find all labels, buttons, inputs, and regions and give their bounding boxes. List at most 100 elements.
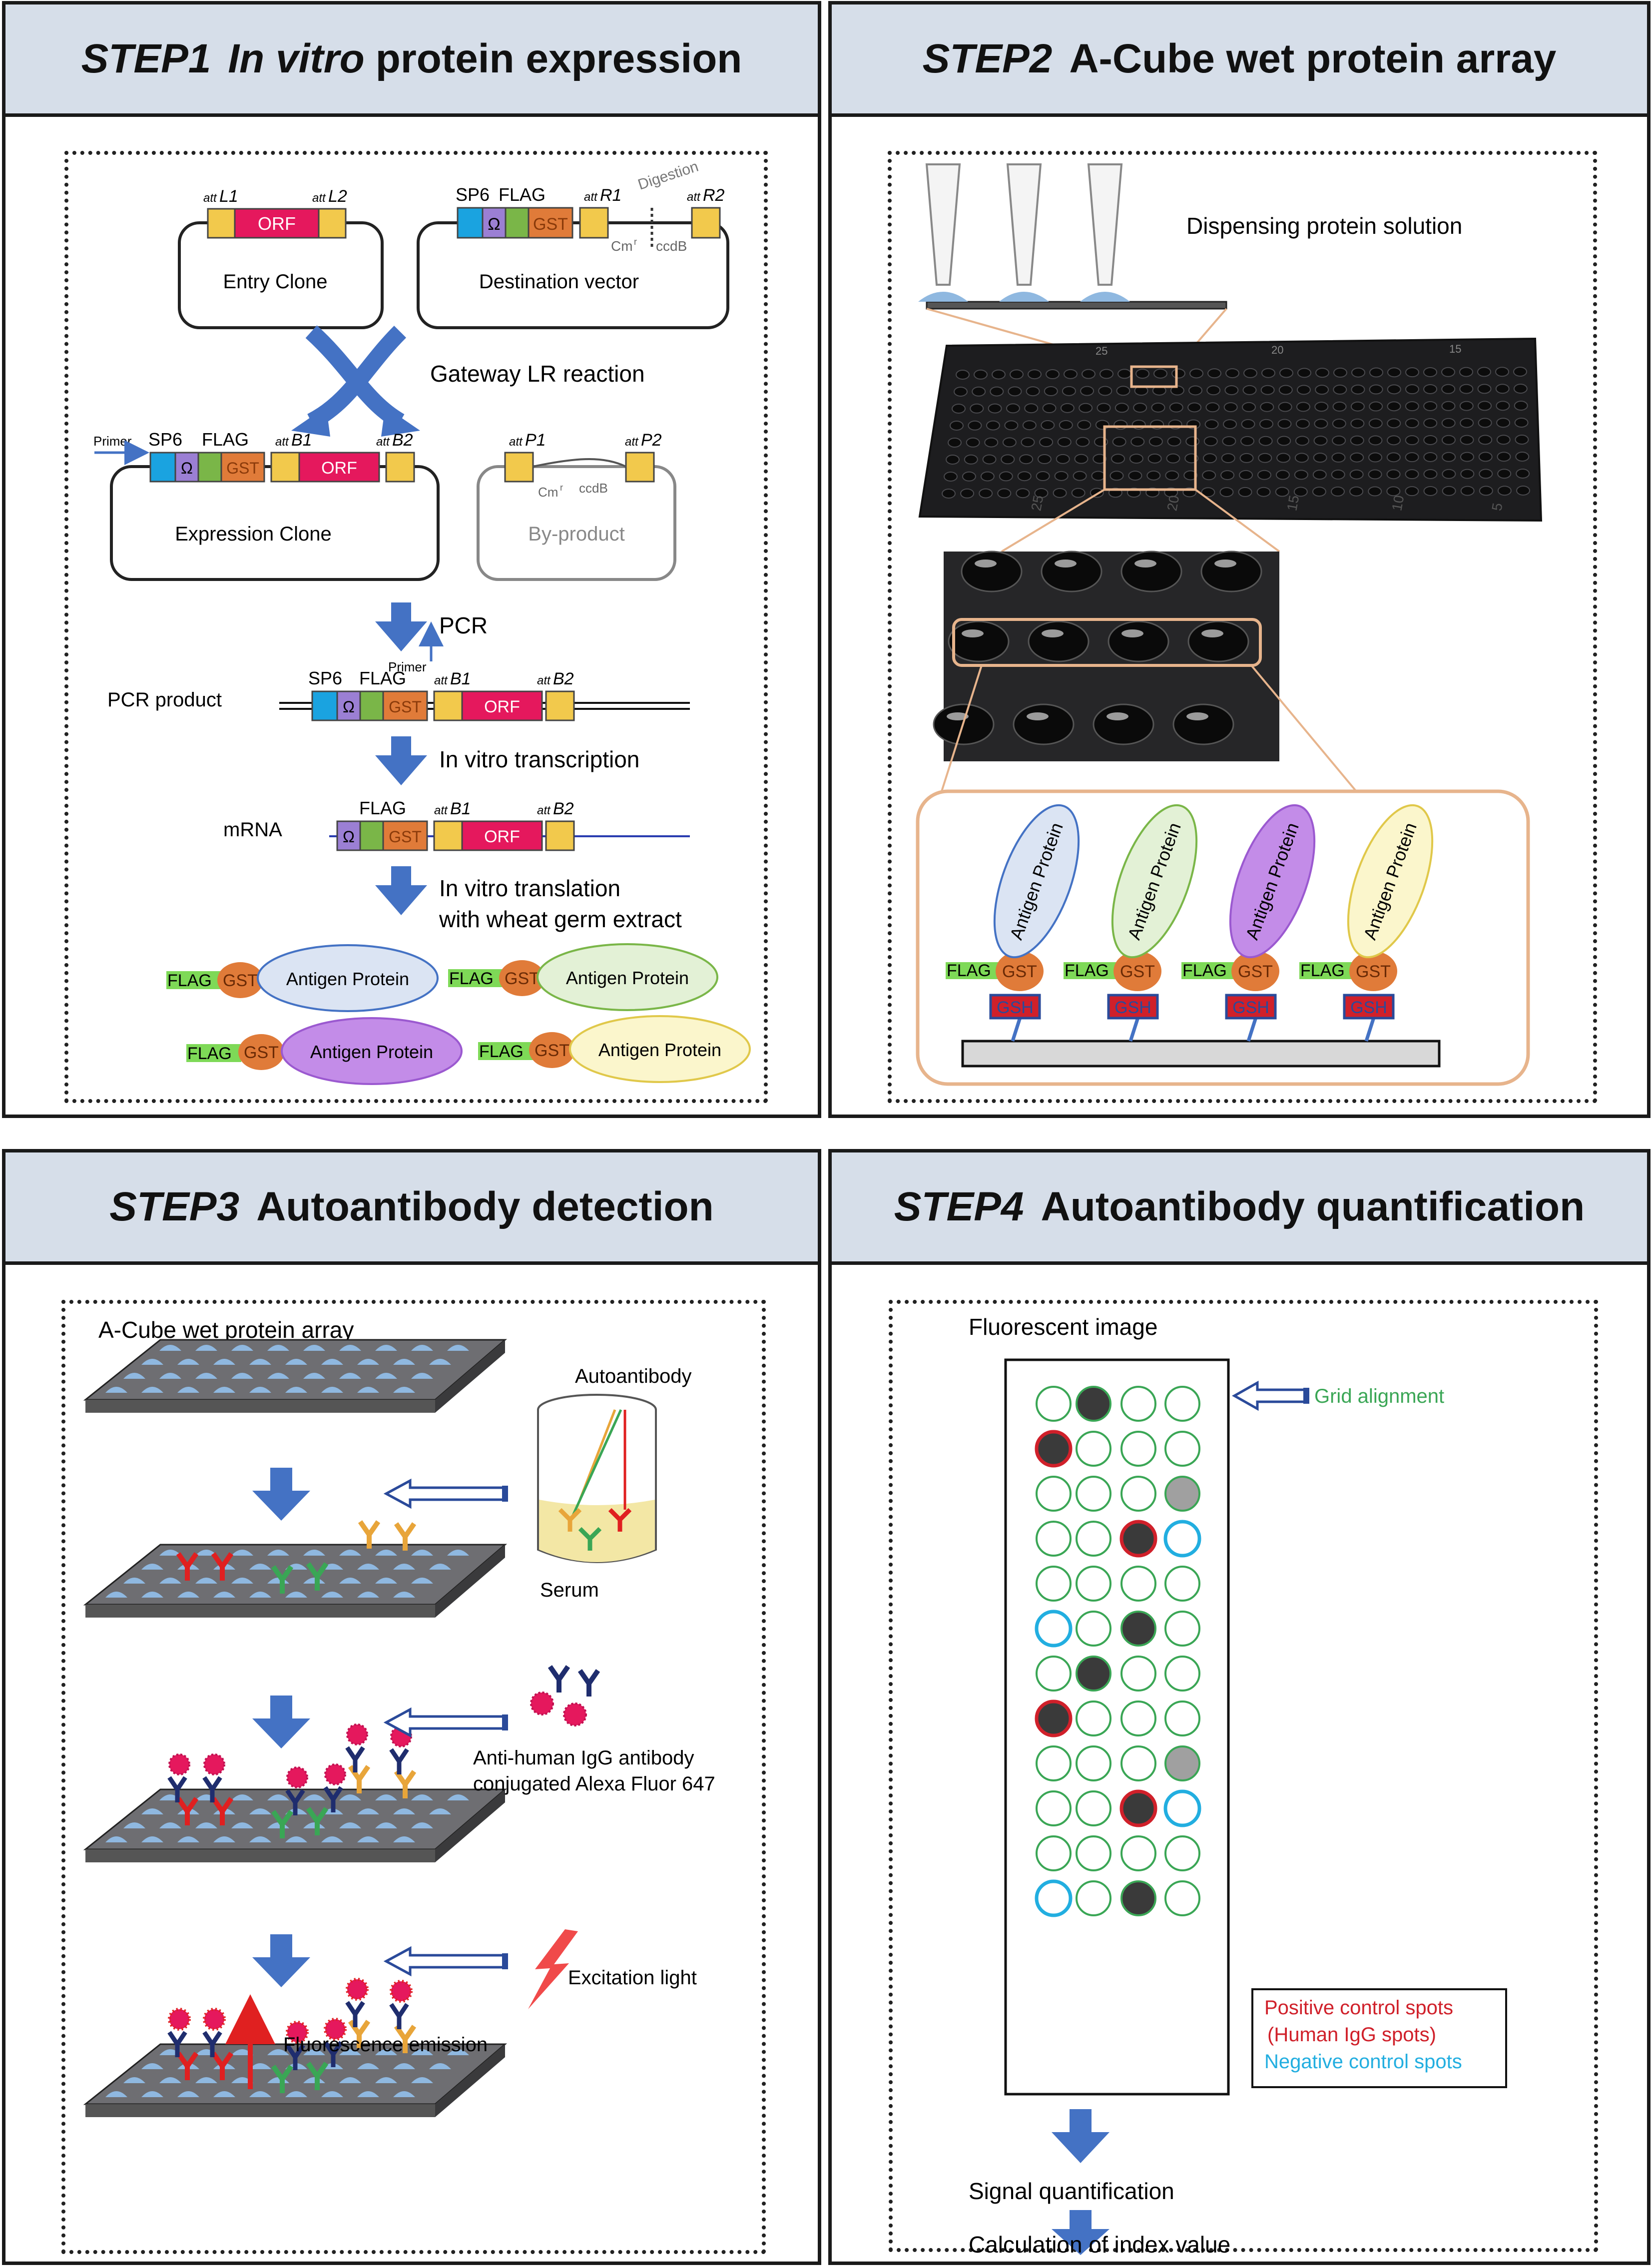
- protein-bump: [249, 1359, 271, 1365]
- array-well: [962, 471, 976, 482]
- array-well: [1278, 385, 1293, 395]
- array-well: [1261, 368, 1275, 378]
- pcr-orf-box: [461, 690, 543, 721]
- array-well: [1021, 437, 1035, 448]
- step4-panel: STEP4 Autoantibody quantification Fluore…: [828, 1149, 1651, 2265]
- protein-bump: [375, 2077, 397, 2083]
- array-well: [1242, 385, 1257, 395]
- array-well: [1167, 436, 1181, 447]
- slide-side: [435, 1340, 505, 1413]
- step4-down-arrow-2: [1052, 2210, 1109, 2255]
- array-well: [1001, 454, 1015, 465]
- array-well: [1151, 402, 1165, 413]
- fusion-protein-3: FLAG GST Antigen Protein: [186, 1017, 463, 1085]
- array-well: [1477, 367, 1491, 377]
- array-well: [1350, 418, 1365, 429]
- step1-header: STEP1 In vitro protein expression: [5, 4, 818, 117]
- protein-bump: [321, 1359, 343, 1365]
- array-well: [1295, 419, 1310, 429]
- step3-down-arrow-1: [252, 1468, 310, 1521]
- array-well: [1368, 418, 1383, 429]
- protein-bump: [231, 1578, 253, 1584]
- array-well: [1368, 469, 1382, 480]
- array-well: [1369, 367, 1383, 378]
- array-well: [1423, 452, 1438, 462]
- array-well: [1225, 368, 1239, 379]
- pcr-flag-label: FLAG: [359, 668, 406, 688]
- byp-cm-sup: r: [560, 483, 563, 493]
- spot: [1036, 1790, 1072, 1826]
- array-well: [982, 454, 997, 465]
- array-well: [1332, 435, 1346, 446]
- protein-bump: [141, 2063, 163, 2069]
- protein-bump: [357, 1592, 379, 1598]
- macro-droplets: [933, 551, 1262, 745]
- detection-antibody: [389, 2003, 409, 2029]
- array-well: [1442, 486, 1456, 496]
- gst-blob: [1231, 951, 1279, 991]
- protein-bump: [177, 1359, 199, 1365]
- array-well: [972, 386, 986, 397]
- macro-droplet: [1187, 620, 1249, 662]
- array-well: [1039, 437, 1054, 448]
- dest-attr2-prefix: att: [687, 190, 701, 204]
- flag-tag: [946, 962, 999, 979]
- fusion-protein-2: FLAG GST Antigen Protein: [448, 943, 718, 1011]
- array-well: [1100, 369, 1113, 379]
- spot: [1076, 1476, 1111, 1512]
- array-well: [1405, 452, 1419, 463]
- array-well: [1331, 469, 1345, 480]
- dispensing-label: Dispensing protein solution: [1186, 213, 1462, 239]
- antibody: [176, 1797, 199, 1825]
- fp4-flag-label: FLAG: [479, 1042, 524, 1061]
- protein-bump: [195, 1578, 217, 1584]
- protein-bump: [231, 1550, 253, 1556]
- array-well: [1477, 384, 1492, 394]
- exp-gst-box: [220, 452, 265, 483]
- plate-ruler-15: 15: [1284, 494, 1302, 512]
- byp-cm-label: Cm: [538, 485, 558, 500]
- protein-bump: [141, 1564, 163, 1570]
- array-well: [1189, 368, 1203, 379]
- mrna-attb1-prefix: att: [434, 804, 448, 817]
- attl1-label: L1: [219, 187, 238, 206]
- protein-bump: [249, 1808, 271, 1814]
- fluor-dye: [324, 1763, 346, 1785]
- spot: [1120, 1476, 1156, 1512]
- protein-bump: [213, 1387, 235, 1393]
- fluor-dye: [286, 1766, 308, 1788]
- spot-gray: [1164, 1745, 1200, 1781]
- detection-antibody: [202, 2031, 222, 2057]
- protein-bump: [195, 2077, 217, 2083]
- array-well: [1278, 402, 1292, 412]
- mrna-flag-label: FLAG: [359, 798, 406, 818]
- plate-zoom-box-large: [1103, 425, 1197, 491]
- slide-side: [435, 1545, 505, 1618]
- protein-bump: [339, 1550, 361, 1556]
- protein-bump: [285, 1836, 307, 1842]
- array-well: [1405, 486, 1419, 497]
- array-well: [1082, 369, 1096, 379]
- array-well: [1442, 469, 1456, 479]
- array-well: [1258, 436, 1273, 446]
- legend-box: [1251, 1988, 1507, 2088]
- array-well: [1130, 437, 1145, 447]
- array-well: [999, 471, 1013, 482]
- array-well: [1036, 471, 1050, 482]
- protein-bump: [393, 1836, 415, 1842]
- array-well: [1313, 436, 1328, 446]
- array-well: [1405, 384, 1419, 395]
- array-well: [1169, 402, 1183, 413]
- exp-gst-label: GST: [226, 459, 259, 477]
- protein-bump: [195, 1822, 217, 1828]
- protein-bump: [393, 1564, 415, 1570]
- array-well: [1497, 486, 1512, 496]
- array-well: [1224, 385, 1239, 396]
- array-well: [1129, 454, 1143, 464]
- fluor-dye: [168, 2008, 191, 2031]
- array-well: [1513, 367, 1527, 377]
- mrna-orf-box: [461, 820, 543, 851]
- spot: [1164, 1386, 1200, 1422]
- step2-panel: STEP2 A-Cube wet protein array Dispensin…: [828, 1, 1651, 1118]
